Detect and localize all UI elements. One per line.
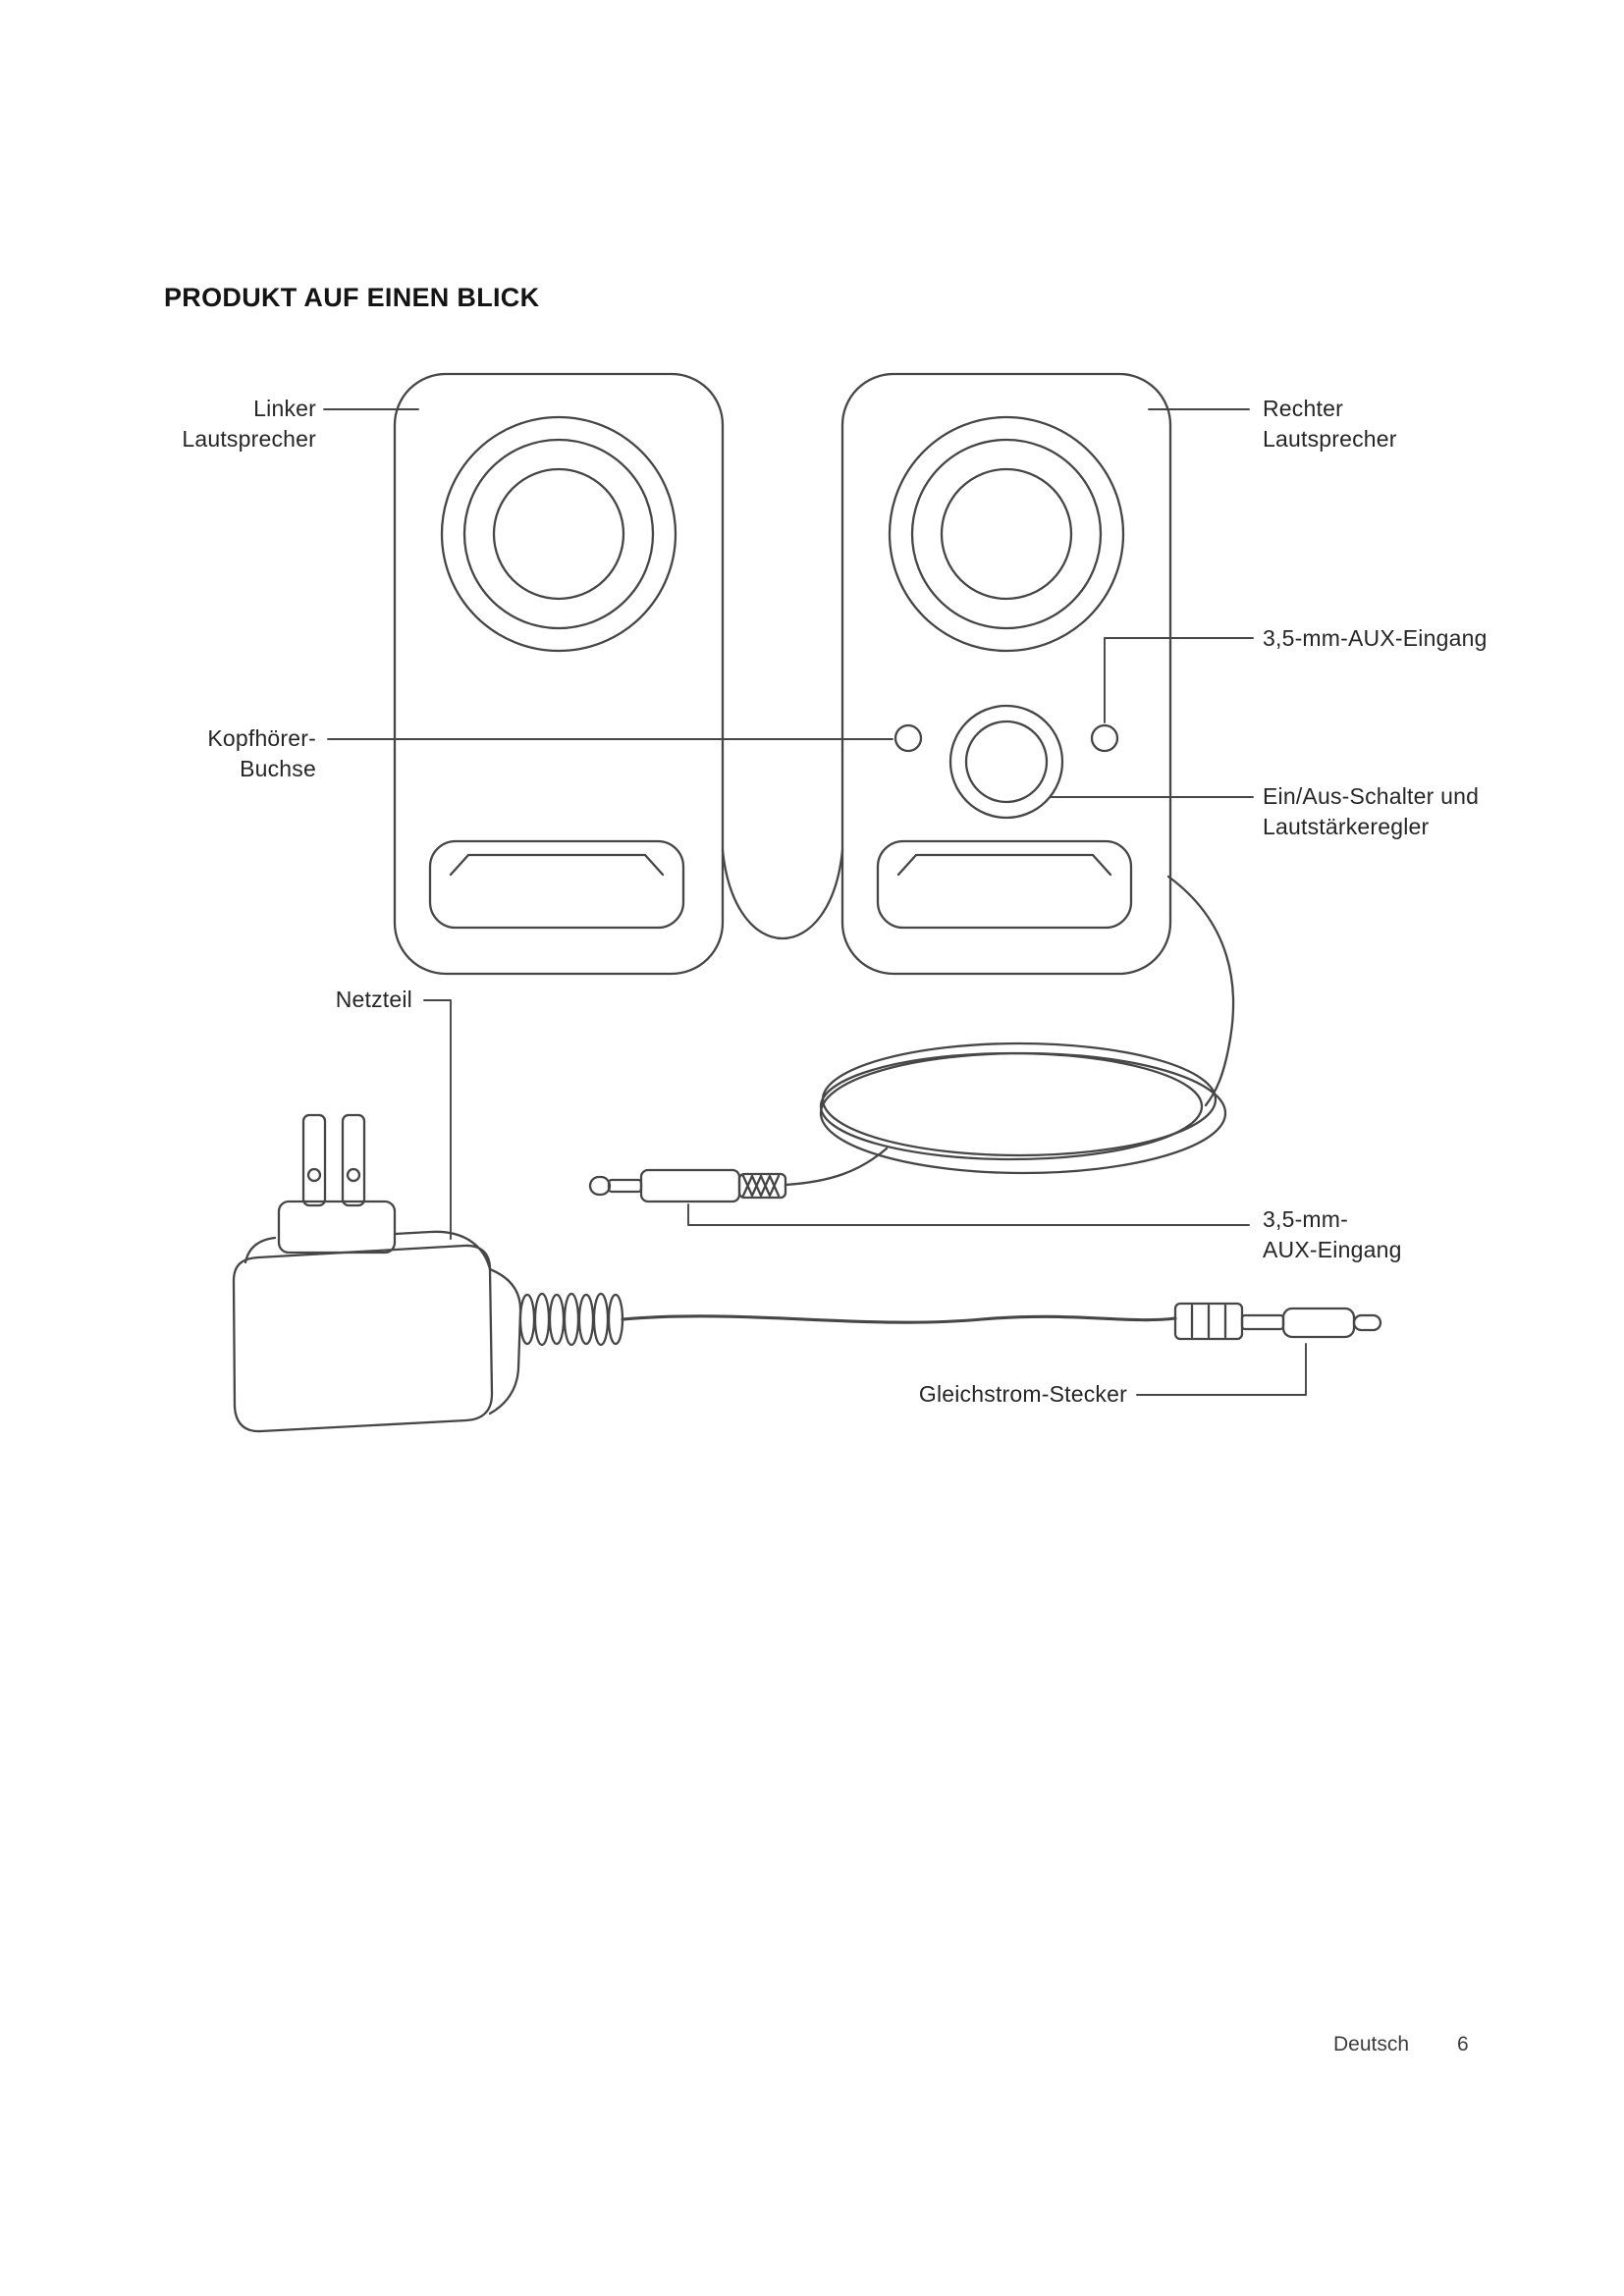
volume-knob-inner [964, 720, 1049, 804]
left-speaker-driver-inner [492, 467, 625, 601]
footer-page-number: 6 [1457, 2033, 1469, 2056]
right-speaker-outline [840, 372, 1172, 976]
aux-cable [1166, 875, 1235, 1107]
aux-plug-body [639, 1168, 741, 1203]
right-speaker-driver-inner [940, 467, 1073, 601]
right-speaker-driver-mid [910, 438, 1103, 630]
speaker-link-cable [721, 848, 844, 939]
volume-knob-outer [948, 704, 1064, 820]
aux-input-circle [1090, 723, 1119, 753]
power-adapter-top-left [244, 1236, 277, 1264]
label-aux-input-speaker: 3,5-mm-AUX-Eingang [1263, 625, 1488, 651]
page-title: PRODUKT AUF EINEN BLICK [164, 283, 540, 312]
leader-lines [323, 408, 1307, 1396]
power-adapter-drawing [232, 1113, 624, 1433]
label-headphone-jack: Kopfhörer- Buchse [207, 725, 316, 781]
label-dc-plug: Gleichstrom-Stecker [918, 1381, 1127, 1407]
dc-plug-tip [1352, 1313, 1382, 1332]
left-speaker-port [428, 839, 685, 930]
aux-plug-grip [737, 1172, 787, 1200]
leader-power-adapter [423, 999, 452, 1240]
left-speaker-driver-outer [440, 415, 677, 653]
label-left-speaker: Linker Lautsprecher [182, 396, 316, 452]
page-footer: Deutsch 6 [1333, 2033, 1469, 2056]
headphone-jack-circle [893, 723, 923, 753]
aux-cable-coil [784, 1041, 1227, 1187]
aux-plug-neck [607, 1178, 643, 1194]
aux-plug [588, 1168, 787, 1203]
leader-aux-input-speaker [1104, 637, 1254, 723]
label-right-speaker: Rechter Lautsprecher [1263, 396, 1397, 452]
right-speaker-drawing [840, 372, 1172, 976]
dc-plug-neck [1240, 1313, 1285, 1331]
left-speaker-drawing [393, 372, 725, 976]
label-aux-plug: 3,5-mm- AUX-Eingang [1263, 1206, 1402, 1262]
power-adapter-body [232, 1244, 494, 1433]
power-adapter-side [488, 1267, 522, 1415]
dc-plug-drawing [1173, 1302, 1382, 1341]
right-speaker-port-inner [896, 853, 1112, 877]
power-plug-blades [277, 1113, 397, 1255]
power-adapter-top-right [393, 1230, 492, 1271]
right-speaker-port [876, 839, 1133, 930]
strain-relief-coil [518, 1292, 624, 1347]
label-power-volume: Ein/Aus-Schalter und Lautstärkeregler [1263, 783, 1480, 839]
power-cable [621, 1314, 1177, 1324]
left-speaker-outline [393, 372, 725, 976]
label-power-adapter: Netzteil [335, 987, 412, 1012]
left-speaker-driver-mid [462, 438, 655, 630]
leader-dc-plug [1136, 1343, 1307, 1396]
dc-plug-barrel [1281, 1307, 1356, 1339]
aux-plug-tip [588, 1175, 612, 1197]
right-speaker-driver-outer [888, 415, 1125, 653]
leader-aux-plug [687, 1203, 1250, 1226]
footer-language: Deutsch [1333, 2033, 1410, 2056]
left-speaker-port-inner [449, 853, 665, 877]
